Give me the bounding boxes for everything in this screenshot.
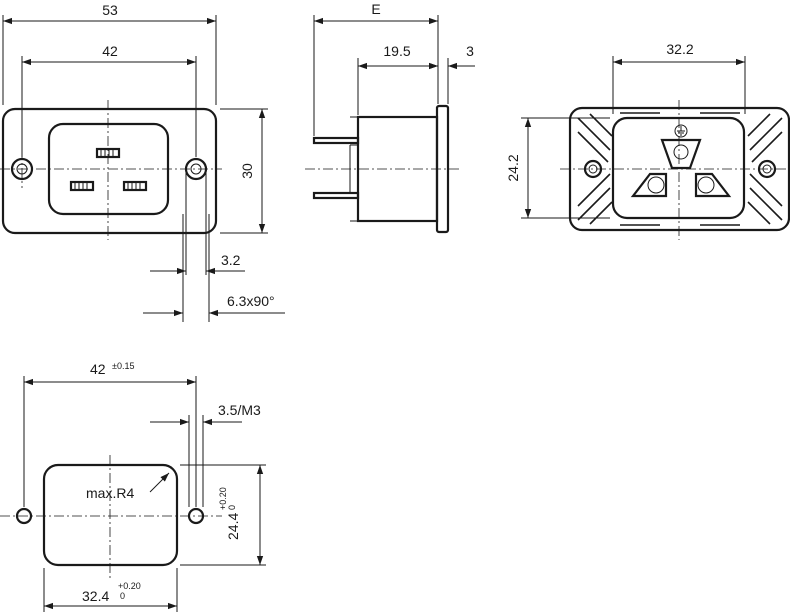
dim-length-e: E (371, 1, 380, 17)
dim-hole-spacing: 42 (102, 43, 118, 59)
terminal-tab-upper (312, 136, 360, 145)
front-view: 53 42 30 3.2 6.3x90° (0, 2, 285, 322)
dim-hole-diameter: 3.2 (221, 252, 241, 268)
contact-right (122, 180, 148, 192)
dim-cutout-hole-dia: 3.5/M3 (218, 402, 261, 418)
dim-tab-size: 6.3x90° (227, 293, 275, 309)
dim-cutout-height-tol-upper: +0.20 (218, 487, 228, 510)
dim-cutout-height-tol-lower: 0 (227, 505, 237, 510)
front-flange (1, 107, 218, 235)
dim-cutout-width: 32.4 (82, 588, 109, 604)
dim-cutout-height: 24.4 (225, 513, 241, 540)
rear-terminal-left (630, 172, 668, 198)
dim-cutout-hole-spacing: 42 (90, 361, 106, 377)
rear-body (611, 116, 746, 220)
panel-cutout: 42 ±0.15 3.5/M3 max.R4 24.4 +0.20 0 32.4… (0, 361, 266, 612)
dim-rear-width: 32.2 (666, 41, 693, 57)
dim-front-height: 30 (239, 163, 255, 179)
dim-overall-width: 53 (102, 2, 118, 18)
terminal-tab-lower (312, 191, 360, 200)
earth-ground-icon (674, 124, 688, 138)
cutout-opening (42, 463, 179, 567)
dim-cutout-hole-spacing-tol: ±0.15 (112, 361, 134, 371)
rear-terminal-right (694, 172, 732, 198)
dim-flange-thickness: 3 (466, 43, 474, 59)
side-view: E 19.5 3 (305, 1, 475, 234)
rear-terminal-earth (660, 138, 702, 170)
dim-cutout-radius: max.R4 (86, 485, 134, 501)
rear-view: 32.2 24.2 (505, 41, 790, 240)
dim-body-depth: 19.5 (383, 43, 410, 59)
dim-rear-height: 24.2 (505, 154, 521, 181)
dim-cutout-width-tol-upper: +0.20 (118, 581, 141, 591)
contact-left (69, 180, 95, 192)
dim-cutout-width-tol-lower: 0 (120, 591, 125, 601)
ribs-right (747, 113, 783, 225)
